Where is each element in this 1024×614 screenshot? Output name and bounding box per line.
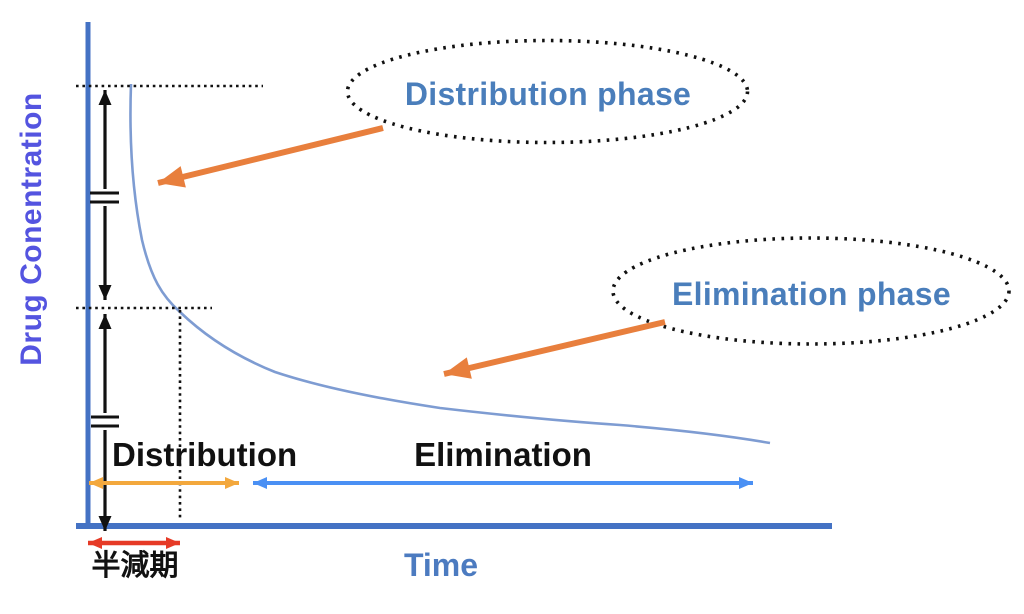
elimination-phase-ellipse xyxy=(611,236,1011,346)
half-life-label: 半減期 xyxy=(91,550,179,582)
concentration-curve xyxy=(129,83,771,445)
elimination-span-label: Elimination xyxy=(414,436,592,473)
distribution-phase-ellipse xyxy=(345,38,750,145)
distribution-pointer-arrow xyxy=(157,125,384,188)
x-axis-label: Time xyxy=(403,547,479,583)
lower-concentration-arrow xyxy=(91,314,119,531)
distribution-phase-label: Distribution phase xyxy=(404,75,692,112)
elimination-pointer-arrow xyxy=(443,319,666,379)
elimination-phase-label: Elimination phase xyxy=(672,275,951,312)
distribution-span-label: Distribution xyxy=(112,436,298,473)
upper-concentration-arrow xyxy=(90,90,119,300)
y-axis-label: Drug Conentration xyxy=(15,92,48,366)
